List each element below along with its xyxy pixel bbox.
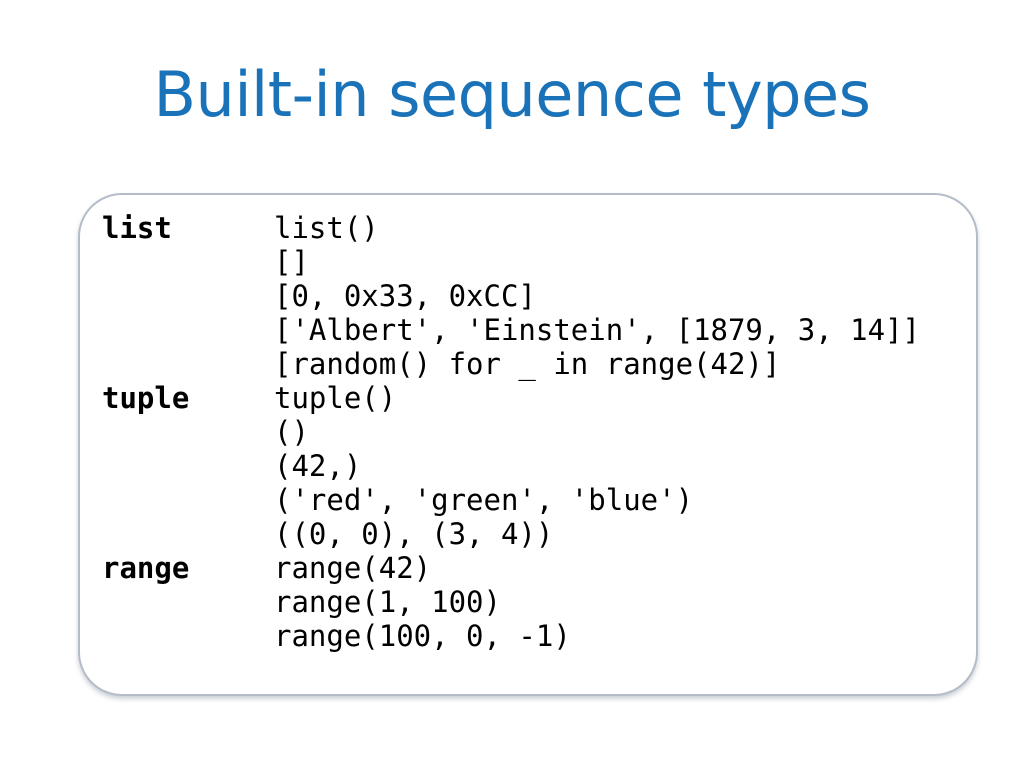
table-row: tuple tuple()	[102, 381, 966, 415]
code-example: range(1, 100)	[274, 585, 501, 619]
table-row: range(1, 100)	[102, 585, 966, 619]
table-row: [0, 0x33, 0xCC]	[102, 279, 966, 313]
table-row: (42,)	[102, 449, 966, 483]
code-example: ((0, 0), (3, 4))	[274, 517, 554, 551]
table-row: []	[102, 245, 966, 279]
code-example: [random() for _ in range(42)]	[274, 347, 781, 381]
type-label: range	[102, 551, 190, 585]
sequence-types-table: list list() [] [0, 0x33, 0xCC] ['Albert'…	[102, 211, 966, 684]
table-row: [random() for _ in range(42)]	[102, 347, 966, 381]
code-example: range(100, 0, -1)	[274, 619, 571, 653]
code-example: [0, 0x33, 0xCC]	[274, 279, 536, 313]
page-title: Built-in sequence types	[153, 58, 871, 131]
table-row: ['Albert', 'Einstein', [1879, 3, 14]]	[102, 313, 966, 347]
code-example: (42,)	[274, 449, 362, 483]
sequence-types-panel: list list() [] [0, 0x33, 0xCC] ['Albert'…	[78, 193, 978, 696]
table-row: ((0, 0), (3, 4))	[102, 517, 966, 551]
table-row: ('red', 'green', 'blue')	[102, 483, 966, 517]
code-example: ('red', 'green', 'blue')	[274, 483, 694, 517]
code-example: tuple()	[274, 381, 397, 415]
type-label: list	[102, 211, 172, 245]
code-example: list()	[274, 211, 379, 245]
table-row: list list()	[102, 211, 966, 245]
code-example: []	[274, 245, 309, 279]
code-example: range(42)	[274, 551, 432, 585]
table-row: range range(42)	[102, 551, 966, 585]
table-row: range(100, 0, -1)	[102, 619, 966, 653]
code-example: ()	[274, 415, 309, 449]
table-row: ()	[102, 415, 966, 449]
type-label: tuple	[102, 381, 190, 415]
code-example: ['Albert', 'Einstein', [1879, 3, 14]]	[274, 313, 921, 347]
